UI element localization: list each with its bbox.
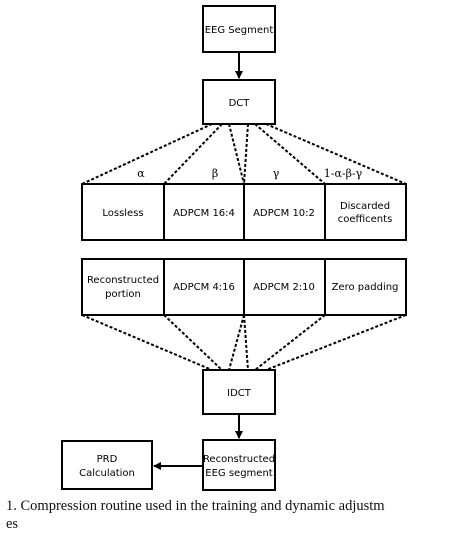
dct-label: DCT (229, 98, 251, 109)
eeg-segment-node: EEG Segment (202, 5, 276, 53)
encode-cell-label: coefficents (338, 214, 393, 225)
decode-cell-label: Reconstructed (87, 275, 159, 286)
encode-cell-lossless: Lossless (102, 208, 143, 219)
partition-label-gamma: γ (273, 167, 280, 180)
idct-fanin-lines (81, 314, 407, 371)
partition-label-beta: β (212, 167, 218, 180)
prd-calculation-node: PRD Calculation (61, 440, 153, 490)
eeg-segment-label: EEG Segment (205, 25, 274, 36)
reconstructed-eeg-node: Reconstructed EEG segment (202, 439, 276, 491)
reconstructed-eeg-label: Reconstructed (203, 454, 275, 465)
prd-calculation-label: PRD (97, 454, 118, 465)
encode-cell-adpcm-16-4: ADPCM 16:4 (173, 208, 235, 219)
decode-row: Reconstructed portion ADPCM 4:16 ADPCM 2… (81, 258, 407, 316)
decode-cell-adpcm-4-16: ADPCM 4:16 (173, 282, 235, 293)
caption-line-1: 1. Compression routine used in the train… (6, 498, 385, 514)
encode-cell-adpcm-10-2: ADPCM 10:2 (253, 208, 315, 219)
decode-cell-label: portion (105, 289, 141, 300)
encode-cell-label: ADPCM 16:4 (173, 208, 235, 219)
idct-node: IDCT (202, 369, 276, 415)
dct-fanout-lines (81, 123, 407, 185)
encode-cell-label: Lossless (102, 208, 143, 219)
partition-label-alpha: α (137, 167, 145, 180)
encode-cell-discarded: Discarded coefficents (338, 201, 393, 225)
partition-label-remainder: 1-α-β-γ (324, 167, 363, 180)
decode-cell-label: ADPCM 2:10 (253, 282, 315, 293)
idct-label: IDCT (227, 388, 252, 399)
prd-calculation-label: Calculation (79, 468, 135, 479)
dct-node: DCT (202, 79, 276, 125)
encode-cell-label: Discarded (340, 201, 390, 212)
encode-cell-label: ADPCM 10:2 (253, 208, 315, 219)
encode-row: Lossless ADPCM 16:4 ADPCM 10:2 Discarded… (81, 183, 407, 241)
figure-caption: 1. Compression routine used in the train… (6, 497, 474, 533)
decode-cell-zero-padding: Zero padding (332, 282, 399, 293)
decode-cell-reconstructed-portion: Reconstructed portion (87, 275, 159, 300)
decode-cell-label: ADPCM 4:16 (173, 282, 235, 293)
caption-line-2: es (6, 516, 19, 532)
decode-cell-adpcm-2-10: ADPCM 2:10 (253, 282, 315, 293)
decode-cell-label: Zero padding (332, 282, 399, 293)
reconstructed-eeg-label: EEG segment (205, 468, 273, 479)
